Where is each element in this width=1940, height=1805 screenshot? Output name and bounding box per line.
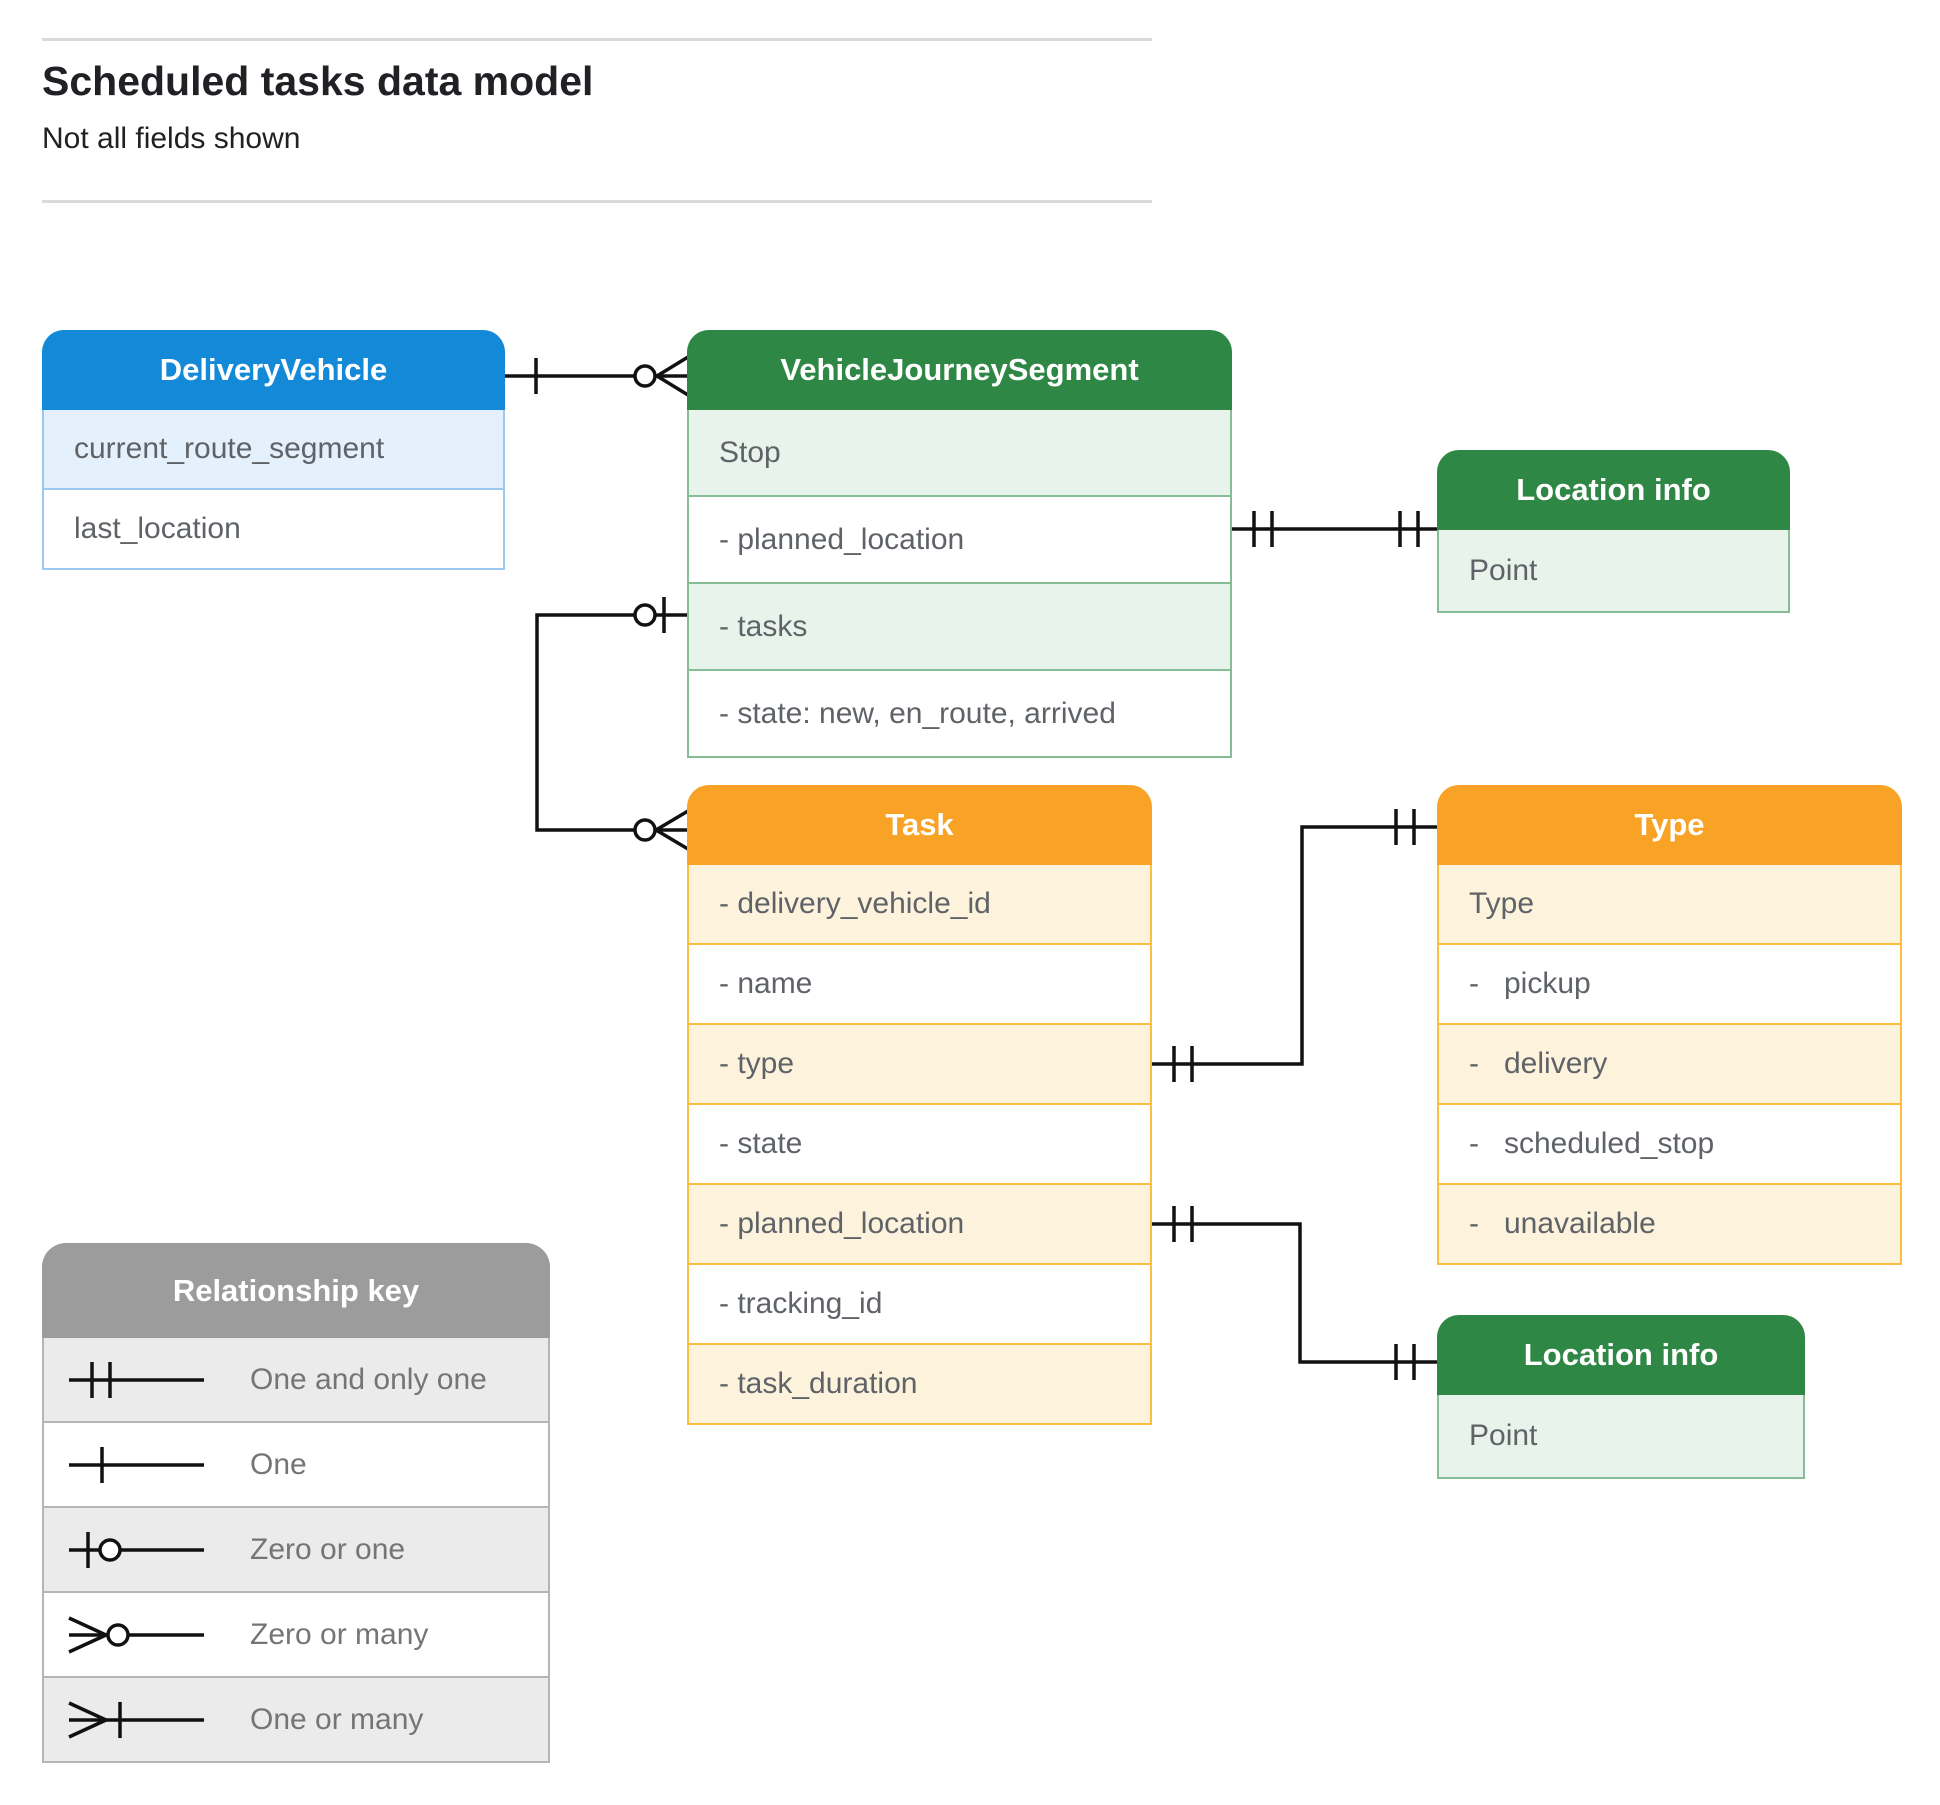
entity-location-info-bottom-header: Location info [1437, 1315, 1805, 1395]
row-delivery-vehicle-id: - delivery_vehicle_id [687, 865, 1152, 945]
relationship-key-body: One and only one One Zero or one [42, 1338, 550, 1763]
connector-task-locationinfo [1152, 1206, 1437, 1380]
row-type: Type [1437, 865, 1902, 945]
row-current-route-segment: current_route_segment [42, 410, 505, 490]
connector-vehiclejourneysegment-locationinfo [1232, 511, 1437, 547]
entity-delivery-vehicle-header: DeliveryVehicle [42, 330, 505, 410]
one-or-many-icon [68, 1700, 204, 1739]
row-name: - name [687, 945, 1152, 1025]
entity-title: Location info [1516, 472, 1711, 507]
one-and-only-one-icon [69, 1361, 204, 1398]
legend-item-one-and-only-one: One and only one [42, 1338, 550, 1423]
entity-title: VehicleJourneySegment [780, 352, 1139, 387]
entity-location-info-top: Location info Point [1437, 450, 1790, 613]
one-icon [69, 1446, 204, 1483]
header-divider [42, 200, 1152, 203]
entity-body: Stop - planned_location - tasks - state:… [687, 410, 1232, 758]
entity-location-info-bottom: Location info Point [1437, 1315, 1805, 1479]
relationship-key-title: Relationship key [172, 1272, 420, 1308]
relationship-key-header: Relationship key [42, 1243, 550, 1338]
entity-type: Type Type - pickup - delivery - schedule… [1437, 785, 1902, 1265]
row-state: - state: new, en_route, arrived [687, 671, 1232, 758]
row-type: - type [687, 1025, 1152, 1105]
row-unavailable: - unavailable [1437, 1185, 1902, 1265]
legend-item-zero-or-one: Zero or one [42, 1508, 550, 1593]
row-last-location: last_location [42, 490, 505, 570]
entity-title: Location info [1523, 1337, 1719, 1372]
entity-vehicle-journey-segment-header: VehicleJourneySegment [687, 330, 1232, 410]
row-state: - state [687, 1105, 1152, 1185]
row-delivery: - delivery [1437, 1025, 1902, 1105]
row-planned-location: - planned_location [687, 1185, 1152, 1265]
relationship-key: Relationship key One and only one One [42, 1243, 550, 1763]
connector-deliveryvehicle-vehiclejourneysegment [505, 355, 689, 397]
entity-task: Task - delivery_vehicle_id - name - type… [687, 785, 1152, 1425]
entity-title: Task [885, 807, 954, 842]
entity-vehicle-journey-segment: VehicleJourneySegment Stop - planned_loc… [687, 330, 1232, 758]
entity-body: Type - pickup - delivery - scheduled_sto… [1437, 865, 1902, 1265]
row-pickup: - pickup [1437, 945, 1902, 1025]
top-divider [42, 38, 1152, 41]
row-point: Point [1437, 1395, 1805, 1479]
entity-type-header: Type [1437, 785, 1902, 865]
row-scheduled-stop: - scheduled_stop [1437, 1105, 1902, 1185]
zero-or-one-icon [69, 1531, 204, 1568]
legend-item-one: One [42, 1423, 550, 1508]
row-tasks: - tasks [687, 584, 1232, 671]
entity-body: Point [1437, 1395, 1805, 1479]
row-tracking-id: - tracking_id [687, 1265, 1152, 1345]
entity-delivery-vehicle: DeliveryVehicle current_route_segment la… [42, 330, 505, 570]
page-title: Scheduled tasks data model [42, 58, 594, 104]
entity-body: Point [1437, 530, 1790, 613]
connector-vehiclejourneysegment-task [535, 597, 689, 851]
entity-body: current_route_segment last_location [42, 410, 505, 570]
connector-task-type [1152, 809, 1437, 1082]
legend-item-one-or-many: One or many [42, 1678, 550, 1763]
zero-or-many-icon [68, 1615, 204, 1654]
row-task-duration: - task_duration [687, 1345, 1152, 1425]
row-stop: Stop [687, 410, 1232, 497]
entity-body: - delivery_vehicle_id - name - type - st… [687, 865, 1152, 1425]
legend-item-zero-or-many: Zero or many [42, 1593, 550, 1678]
entity-task-header: Task [687, 785, 1152, 865]
entity-location-info-top-header: Location info [1437, 450, 1790, 530]
row-point: Point [1437, 530, 1790, 613]
page-subtitle: Not all fields shown [42, 122, 301, 155]
entity-title: DeliveryVehicle [159, 352, 388, 387]
row-planned-location: - planned_location [687, 497, 1232, 584]
entity-title: Type [1634, 807, 1705, 842]
